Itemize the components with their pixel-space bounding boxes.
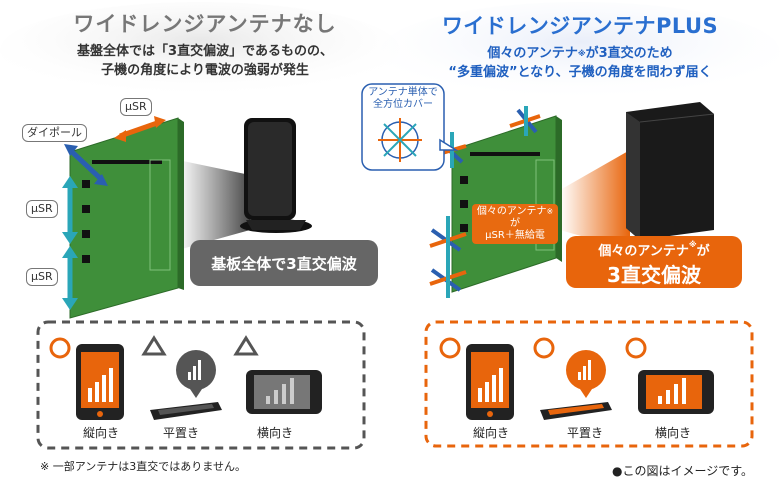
right-devices	[439, 337, 714, 420]
left-device-label-vertical: 縦向き	[82, 426, 119, 440]
left-panel-title: ワイドレンジアンテナなし	[73, 12, 337, 36]
right-device-label-horizontal: 横向き	[654, 426, 691, 440]
right-device-label-vertical: 縦向き	[472, 426, 509, 440]
left-orange-arrow-top	[114, 116, 166, 142]
image-disclaimer: ●この図はイメージです。	[612, 464, 754, 478]
left-devices	[49, 335, 322, 420]
right-subtitle-line1: 個々のアンテナ※が3直交のため	[410, 44, 750, 63]
left-footnote: ※ 一部アンテナは3直交ではありません。	[40, 460, 246, 473]
left-header-glow	[0, 2, 400, 98]
left-device-frame	[36, 320, 366, 450]
left-device-label-flat: 平置き	[162, 426, 199, 440]
right-mark-vertical	[439, 337, 461, 359]
right-device-label-flat: 平置き	[566, 426, 603, 440]
right-mark-horizontal	[625, 337, 647, 359]
right-phone-vertical	[466, 344, 514, 420]
right-signal-beam	[560, 150, 630, 250]
right-subtitle-part-a: 個々のアンテナ	[487, 46, 578, 61]
right-mark-flat	[533, 337, 555, 359]
right-router	[626, 102, 715, 240]
left-callout-text: 基板全体で3直交偏波	[211, 254, 357, 273]
left-subtitle-line2: 子機の角度により電波の強弱が発生	[101, 63, 309, 78]
bubble-line2: 全方位カバー	[373, 99, 433, 110]
left-subtitle-line1: 基盤全体では「3直交偏波」であるものの、	[77, 44, 333, 59]
right-header-glow	[380, 2, 780, 102]
right-callout-part-a: 個々のアンテナ	[598, 244, 689, 259]
left-teal-arrow-1	[62, 176, 78, 244]
right-phone-flat	[540, 350, 612, 420]
right-panel-title: ワイドレンジアンテナPLUS	[441, 14, 719, 38]
right-arrow-cluster-top	[509, 106, 541, 136]
bubble-line1: アンテナ単体で	[368, 87, 438, 98]
left-mark-flat	[141, 335, 167, 356]
right-callout-line2: 3直交偏波	[607, 263, 701, 287]
antenna-usr-box: 個々のアンテナ※ が μSR＋無給電	[472, 204, 558, 244]
right-phone-horizontal	[638, 370, 714, 414]
usr-label-top: μSR	[120, 98, 152, 116]
antenna-box-part-b: が	[510, 218, 520, 229]
right-callout-sup: ※	[688, 240, 697, 249]
left-mark-horizontal	[233, 335, 259, 356]
bubble-text: アンテナ単体で 全方位カバー	[364, 87, 442, 111]
right-callout-bg	[566, 236, 742, 288]
antenna-box-line1: 個々のアンテナ※ が	[475, 206, 555, 230]
left-phone-flat	[150, 350, 222, 420]
omni-coverage-bubble	[361, 83, 459, 171]
left-blue-arrow	[64, 144, 108, 186]
antenna-box-part-a: 個々のアンテナ	[476, 206, 547, 217]
right-subtitle-sup: ※	[577, 49, 586, 58]
left-callout-bg	[190, 240, 378, 286]
usr-label-mid: μSR	[26, 200, 58, 218]
left-mark-vertical	[49, 337, 71, 359]
right-callout-part-b: が	[696, 244, 710, 259]
left-circuit-board	[69, 117, 184, 319]
left-signal-beam	[178, 160, 250, 250]
right-subtitle-part-b: が3直交のため	[585, 46, 673, 61]
right-subtitle-line2: “多重偏波”となり、子機の角度を問わず届く	[448, 65, 712, 80]
left-teal-arrow-2	[62, 246, 78, 310]
right-callout-text: 個々のアンテナ※が 3直交偏波	[566, 240, 742, 288]
antenna-box-sup: ※	[546, 207, 554, 216]
right-arrow-cluster-low2	[429, 258, 467, 298]
right-device-frame	[424, 320, 754, 448]
left-phone-horizontal	[246, 370, 322, 414]
dipole-label: ダイポール	[22, 124, 87, 142]
right-arrow-cluster-low1	[429, 216, 467, 260]
right-callout-line1: 個々のアンテナ※が	[566, 240, 742, 259]
usr-label-bottom: μSR	[26, 268, 58, 286]
left-router	[240, 118, 312, 233]
antenna-box-line2: μSR＋無給電	[485, 230, 545, 241]
left-device-label-horizontal: 横向き	[256, 426, 293, 440]
left-phone-vertical	[76, 344, 124, 420]
